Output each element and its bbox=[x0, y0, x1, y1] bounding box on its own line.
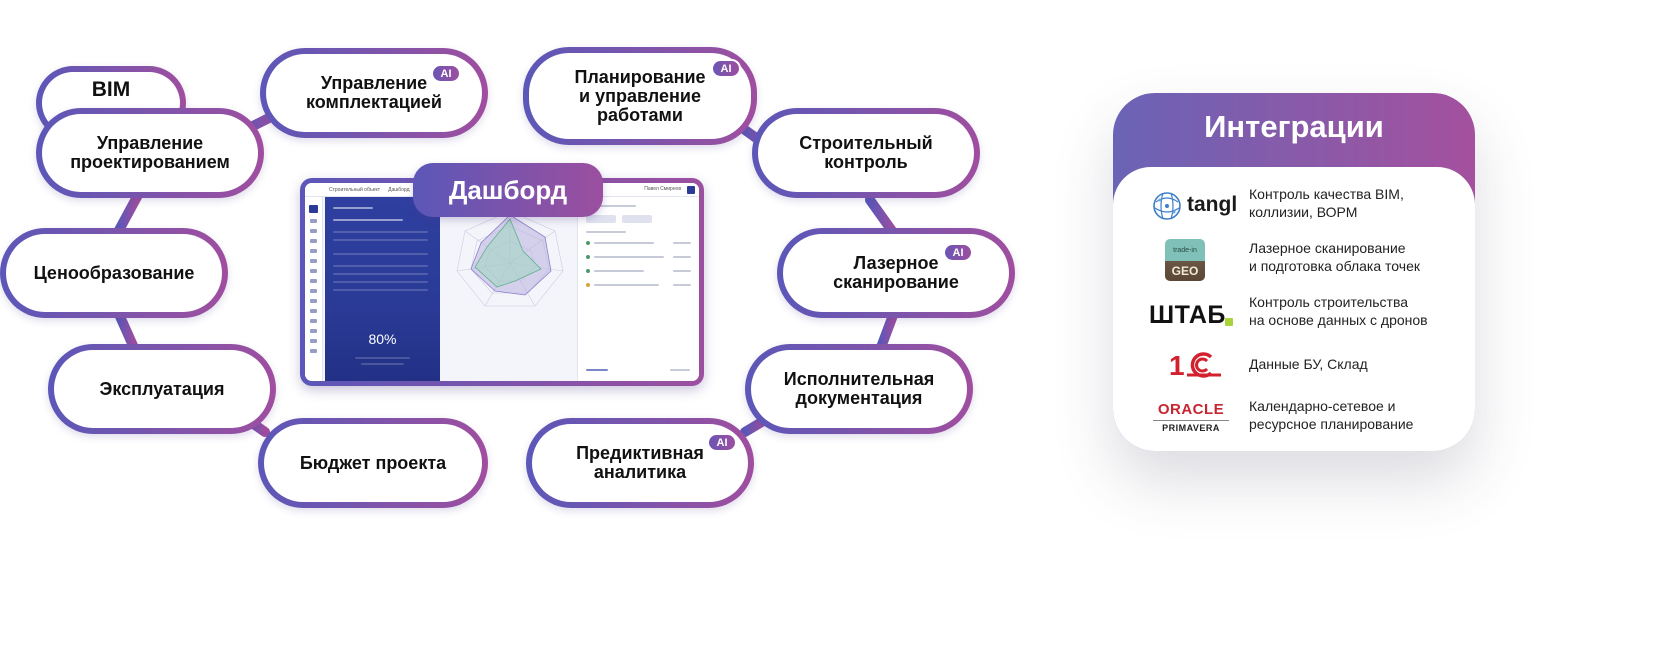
node-laser-label: Лазерное сканирование bbox=[783, 234, 1009, 312]
integration-desc-geo: Лазерное сканирование и подготовка облак… bbox=[1249, 240, 1420, 274]
integration-item-1c: 1 1С Данные БУ, Склад bbox=[1113, 341, 1475, 391]
geo-logo: trade-in GEO bbox=[1141, 235, 1241, 285]
node-budget-label: Бюджет проекта bbox=[264, 424, 482, 502]
ai-badge-planning: AI bbox=[711, 59, 741, 78]
integration-item-oracle: ORACLE PRIMAVERA Календарно-сетевое и ре… bbox=[1113, 393, 1475, 443]
oracle-wordmark: ORACLE PRIMAVERA bbox=[1141, 393, 1241, 443]
integration-desc-tangl: Контроль качества BIM, коллизии, ВОРМ bbox=[1249, 186, 1404, 220]
integrations-card: Интеграции tangl Контроль качества BIM, … bbox=[1113, 93, 1475, 451]
geo-tile-icon: trade-in GEO bbox=[1165, 239, 1205, 281]
node-as-built: Исполнительная документация bbox=[745, 344, 973, 434]
wire-operation-pricing bbox=[113, 307, 140, 355]
node-design: Управление проектированием bbox=[36, 108, 264, 198]
node-planning-label: Планирование и управление работами bbox=[529, 53, 751, 139]
dashboard-user: Павел Смирнов bbox=[644, 186, 681, 192]
integration-item-shtab: ШТАБ Контроль строительства на основе да… bbox=[1113, 289, 1475, 339]
1c-logo-icon: 1 bbox=[1169, 350, 1221, 381]
integration-desc-oracle: Календарно-сетевое и ресурсное планирова… bbox=[1249, 398, 1414, 432]
node-pricing: Ценообразование bbox=[0, 228, 228, 318]
dashboard-summary-panel: 80% bbox=[325, 197, 440, 381]
tangl-wordmark: tangl bbox=[1187, 193, 1238, 216]
dashboard-radar-chart bbox=[456, 210, 564, 307]
breadcrumb-object: Строительный объект bbox=[329, 186, 381, 193]
integration-item-tangl: tangl Контроль качества BIM, коллизии, В… bbox=[1113, 181, 1475, 231]
shtab-logo-text: ШТАБ bbox=[1149, 301, 1226, 329]
dashboard-title: Дашборд bbox=[413, 163, 603, 217]
node-budget: Бюджет проекта bbox=[258, 418, 488, 508]
close-icon bbox=[687, 186, 695, 194]
ai-badge-procurement: AI bbox=[431, 64, 461, 83]
node-construction-control: Строительный контроль bbox=[752, 108, 980, 198]
globe-network-icon bbox=[1153, 192, 1181, 220]
tangl-logo: tangl bbox=[1141, 181, 1241, 231]
geo-tile-text: GEO bbox=[1171, 264, 1199, 278]
integration-item-geo: trade-in GEO Лазерное сканирование и под… bbox=[1113, 235, 1475, 285]
shtab-wordmark: ШТАБ bbox=[1141, 289, 1241, 339]
wire-pricing-design bbox=[113, 190, 143, 237]
node-laser: Лазерное сканирование bbox=[777, 228, 1015, 318]
node-predictive: Предиктивная аналитика bbox=[526, 418, 754, 508]
breadcrumb-page: Дашборд bbox=[388, 186, 410, 193]
1c-logo: 1 1С bbox=[1141, 341, 1241, 391]
integration-desc-1c: Данные БУ, Склад bbox=[1249, 356, 1368, 372]
node-design-label: Управление проектированием bbox=[42, 114, 258, 192]
node-pricing-label: Ценообразование bbox=[6, 234, 222, 312]
node-procurement: Управление комплектацией bbox=[260, 48, 488, 138]
geo-tile-top-text: trade-in bbox=[1173, 247, 1197, 254]
node-as-built-label: Исполнительная документация bbox=[751, 350, 967, 428]
primavera-logo-text: PRIMAVERA bbox=[1162, 423, 1220, 433]
integrations-title: Интеграции bbox=[1204, 109, 1384, 144]
oracle-divider bbox=[1153, 420, 1229, 421]
ai-badge-laser: AI bbox=[943, 243, 973, 262]
oracle-logo-text: ORACLE bbox=[1157, 401, 1225, 418]
node-operation-label: Эксплуатация bbox=[54, 350, 270, 428]
dashboard-tasks-panel bbox=[577, 197, 699, 381]
svg-text:1: 1 bbox=[1169, 350, 1185, 381]
integration-desc-shtab: Контроль строительства на основе данных … bbox=[1249, 294, 1428, 328]
dashboard-percent: 80% bbox=[368, 331, 397, 347]
shtab-dot bbox=[1225, 318, 1233, 326]
node-procurement-label: Управление комплектацией bbox=[266, 54, 482, 132]
ai-badge-predictive: AI bbox=[707, 433, 737, 452]
node-construction-control-label: Строительный контроль bbox=[758, 114, 974, 192]
integrations-list: tangl Контроль качества BIM, коллизии, В… bbox=[1113, 167, 1475, 451]
node-operation: Эксплуатация bbox=[48, 344, 276, 434]
dashboard-sidebar-rail bbox=[305, 183, 323, 381]
